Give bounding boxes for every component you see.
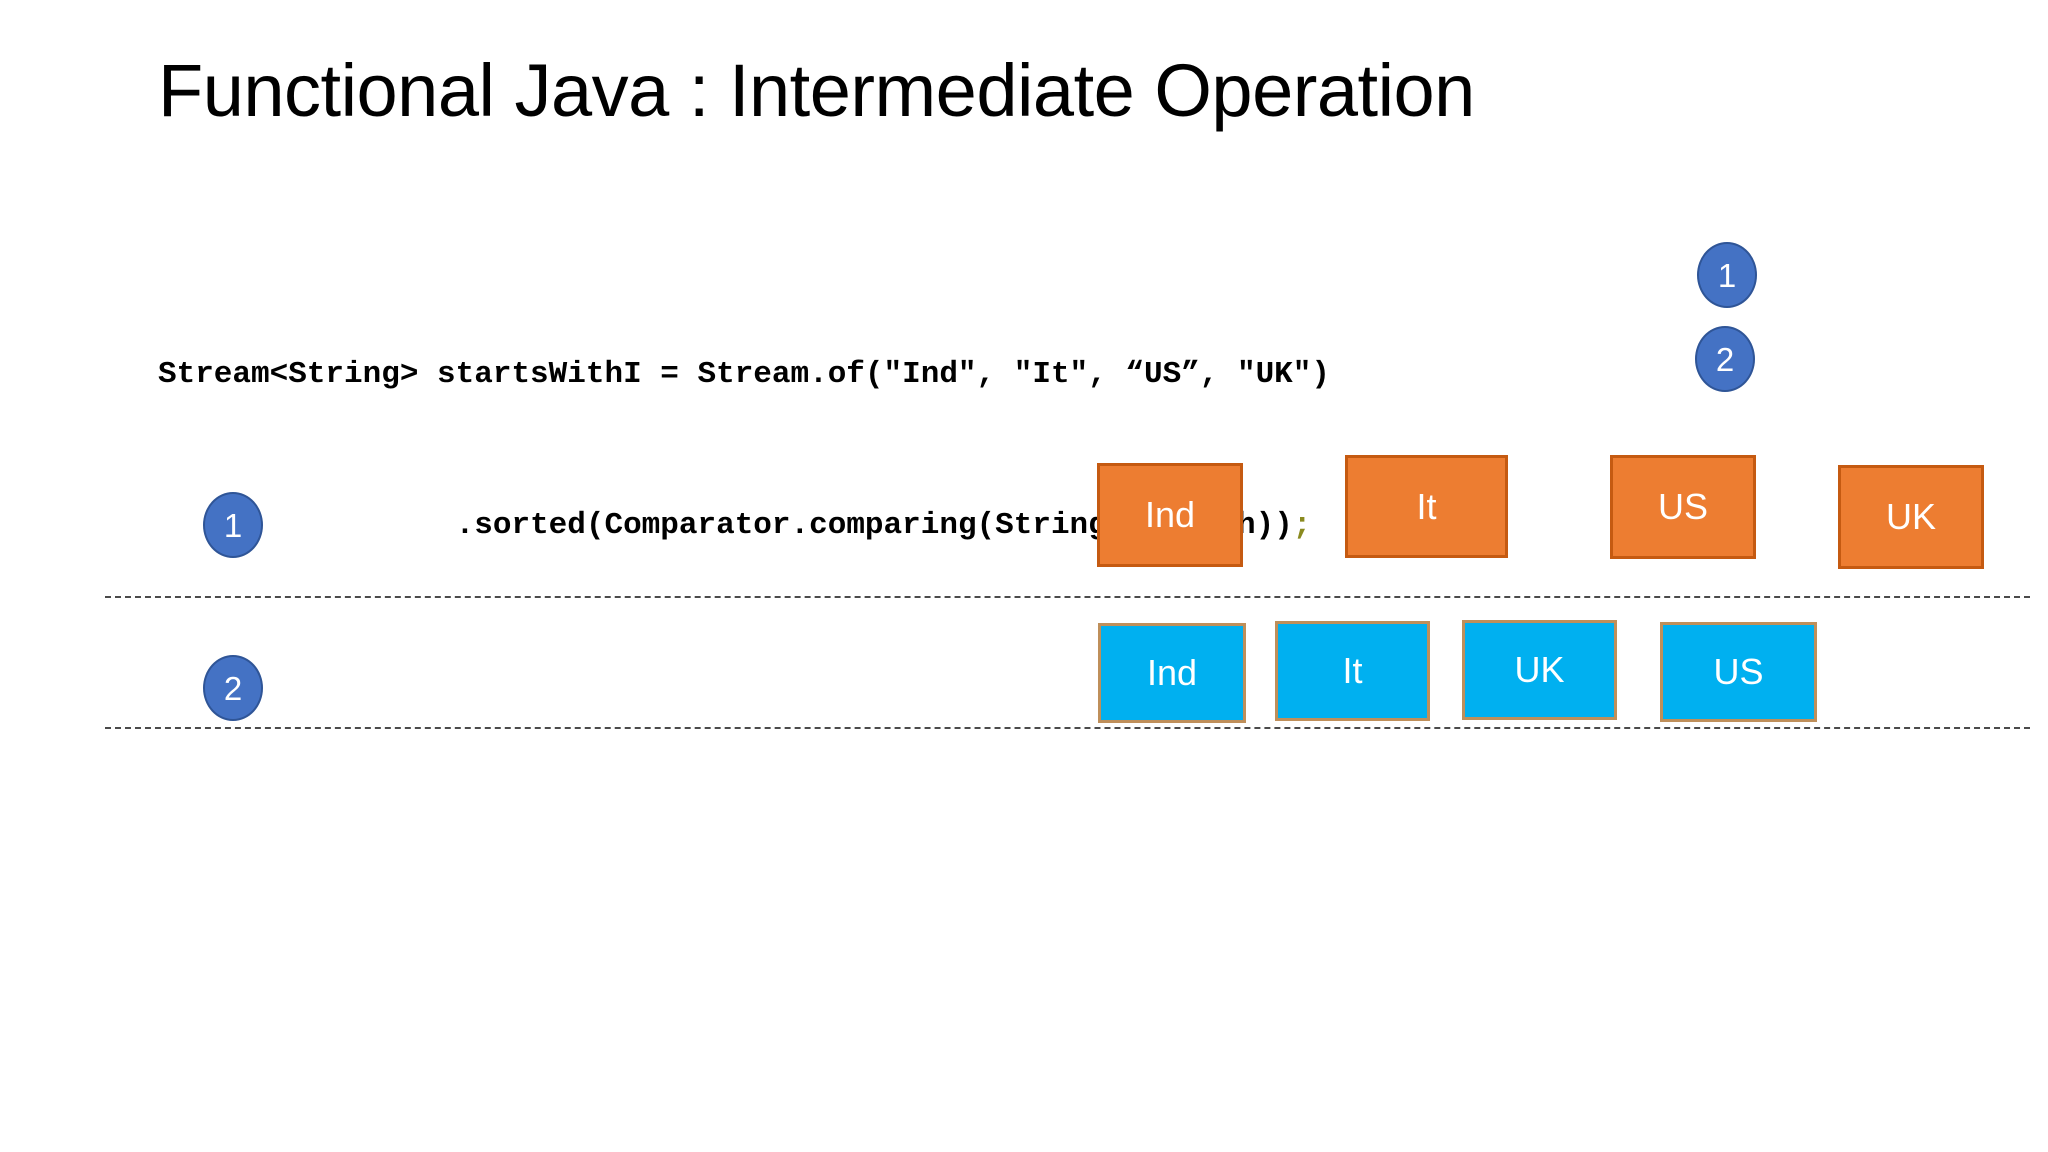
page-title: Functional Java : Intermediate Operation [158, 49, 1475, 132]
stream-box-row1-1: It [1345, 455, 1508, 558]
stream-box-row1-2: US [1610, 455, 1756, 559]
callout-badge-code-1: 1 [1697, 242, 1757, 308]
stream-box-row1-3: UK [1838, 465, 1984, 569]
row-divider-bottom [105, 727, 2030, 729]
callout-badge-code-2: 2 [1695, 326, 1755, 392]
stream-box-row2-1: It [1275, 621, 1430, 721]
stream-box-row2-2: UK [1462, 620, 1617, 720]
stream-box-row2-3: US [1660, 622, 1817, 722]
row-badge-2: 2 [203, 655, 263, 721]
row-divider-top [105, 596, 2030, 598]
stream-box-row2-0: Ind [1098, 623, 1246, 723]
stream-box-row1-0: Ind [1097, 463, 1243, 567]
code-line-2-semicolon: ; [1292, 508, 1312, 544]
code-line-1: Stream<String> startsWithI = Stream.of("… [158, 357, 1330, 393]
row-badge-1: 1 [203, 492, 263, 558]
